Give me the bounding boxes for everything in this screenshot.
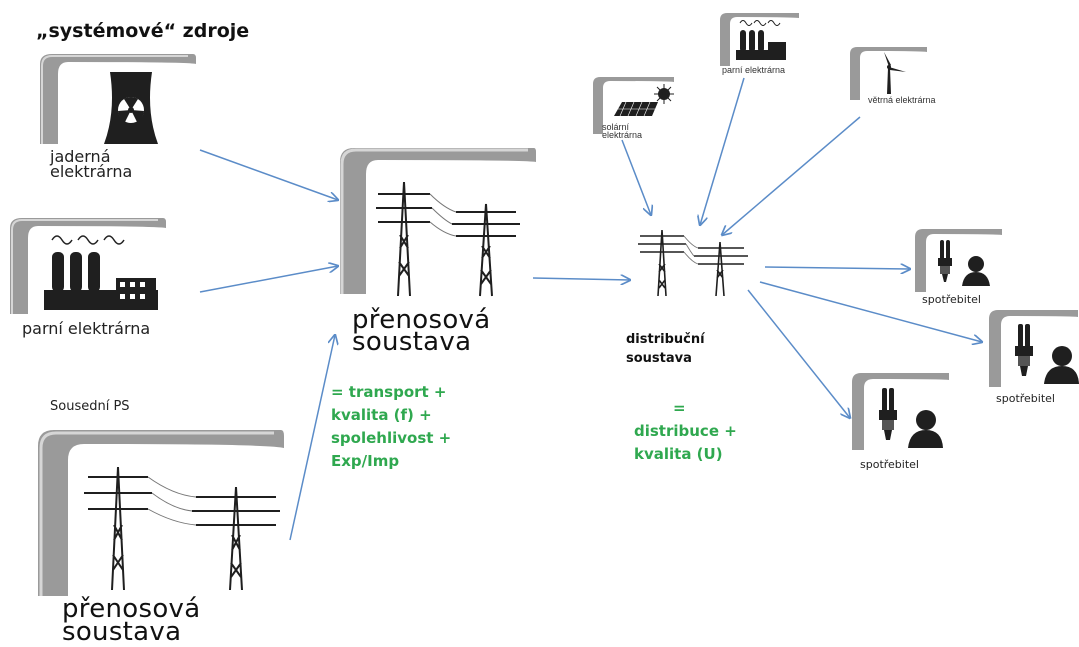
neighbour-system-frame bbox=[38, 430, 284, 596]
arrow-transmission-to-distribution bbox=[532, 278, 630, 280]
nuclear-plant-label-line-2: elektrárna bbox=[50, 162, 133, 181]
arrow-steam-to-transmission bbox=[199, 266, 338, 293]
distribution-system-label-line-1: distribuční bbox=[626, 332, 705, 347]
transmission-system-frame bbox=[340, 148, 536, 294]
small-steam-plant-frame bbox=[720, 13, 799, 66]
arrow-distribution-to-consumer-2 bbox=[759, 281, 982, 342]
arrow-solar-to-distribution bbox=[621, 139, 651, 215]
consumer-1-bulb-person-icon bbox=[938, 240, 990, 286]
distribution-role-line-3: kvalita (U) bbox=[634, 445, 723, 463]
steam-plant-label: parní elektrárna bbox=[22, 319, 151, 338]
transmission-role-line-1: = transport + bbox=[331, 383, 447, 401]
distribution-role-line-1: = bbox=[673, 399, 686, 417]
transmission-role-line-2: kvalita (f) + bbox=[331, 406, 432, 424]
consumer-3-bulb-person-icon bbox=[879, 388, 943, 448]
consumer-2-bulb-person-icon bbox=[1015, 324, 1079, 384]
wind-plant-frame bbox=[850, 47, 927, 100]
consumer-1-label: spotřebitel bbox=[922, 293, 981, 306]
transmission-pylons-icon bbox=[376, 181, 520, 297]
small-steam-plant-icon bbox=[736, 20, 786, 60]
consumer-3-label: spotřebitel bbox=[860, 458, 919, 471]
systemic-sources-heading: „systémové“ zdroje bbox=[36, 20, 250, 42]
transmission-system-label-line-2: soustava bbox=[352, 327, 472, 357]
consumer-2-frame bbox=[989, 310, 1078, 387]
transmission-role-line-3: spolehlivost + bbox=[331, 429, 452, 447]
arrow-nuclear-to-transmission bbox=[199, 149, 338, 200]
arrow-wind-to-distribution bbox=[722, 116, 861, 235]
neighbour-pylons-icon bbox=[84, 466, 280, 591]
steam-plant-icon bbox=[44, 235, 158, 310]
solar-panel-icon bbox=[614, 84, 674, 117]
distribution-role-line-2: distribuce + bbox=[634, 422, 737, 440]
transmission-role-line-4: Exp/Imp bbox=[331, 452, 400, 470]
wind-plant-label: větrná elektrárna bbox=[868, 95, 936, 105]
solar-plant-label-line-1: solární bbox=[602, 122, 630, 132]
nuclear-plant-label-line-1: jaderná bbox=[50, 147, 111, 166]
nuclear-plant-frame bbox=[40, 54, 196, 144]
transmission-system-label-line-1: přenosová bbox=[352, 305, 491, 335]
neighbour-system-label-line-1: přenosová bbox=[62, 594, 201, 624]
consumer-2-label: spotřebitel bbox=[996, 392, 1055, 405]
arrow-distribution-to-consumer-3 bbox=[747, 289, 850, 418]
distribution-pylons-icon bbox=[638, 229, 748, 297]
consumer-3-frame bbox=[852, 373, 949, 450]
small-steam-plant-label: parní elektrárna bbox=[722, 65, 786, 75]
arrow-distribution-to-consumer-1 bbox=[764, 267, 910, 269]
arrow-steam-small-to-distribution bbox=[700, 77, 745, 225]
solar-plant-label-line-2: elektrárna bbox=[602, 130, 643, 140]
distribution-system-label-line-2: soustava bbox=[626, 351, 692, 366]
nuclear-cooling-tower-icon bbox=[104, 72, 158, 144]
neighbour-system-heading: Sousední PS bbox=[50, 399, 130, 414]
consumer-1-frame bbox=[915, 229, 1002, 292]
solar-plant-frame bbox=[593, 77, 674, 134]
steam-plant-frame bbox=[10, 218, 166, 314]
wind-turbine-icon bbox=[876, 52, 906, 94]
arrow-neighbour-to-transmission bbox=[289, 335, 335, 541]
neighbour-system-label-line-2: soustava bbox=[62, 617, 182, 647]
